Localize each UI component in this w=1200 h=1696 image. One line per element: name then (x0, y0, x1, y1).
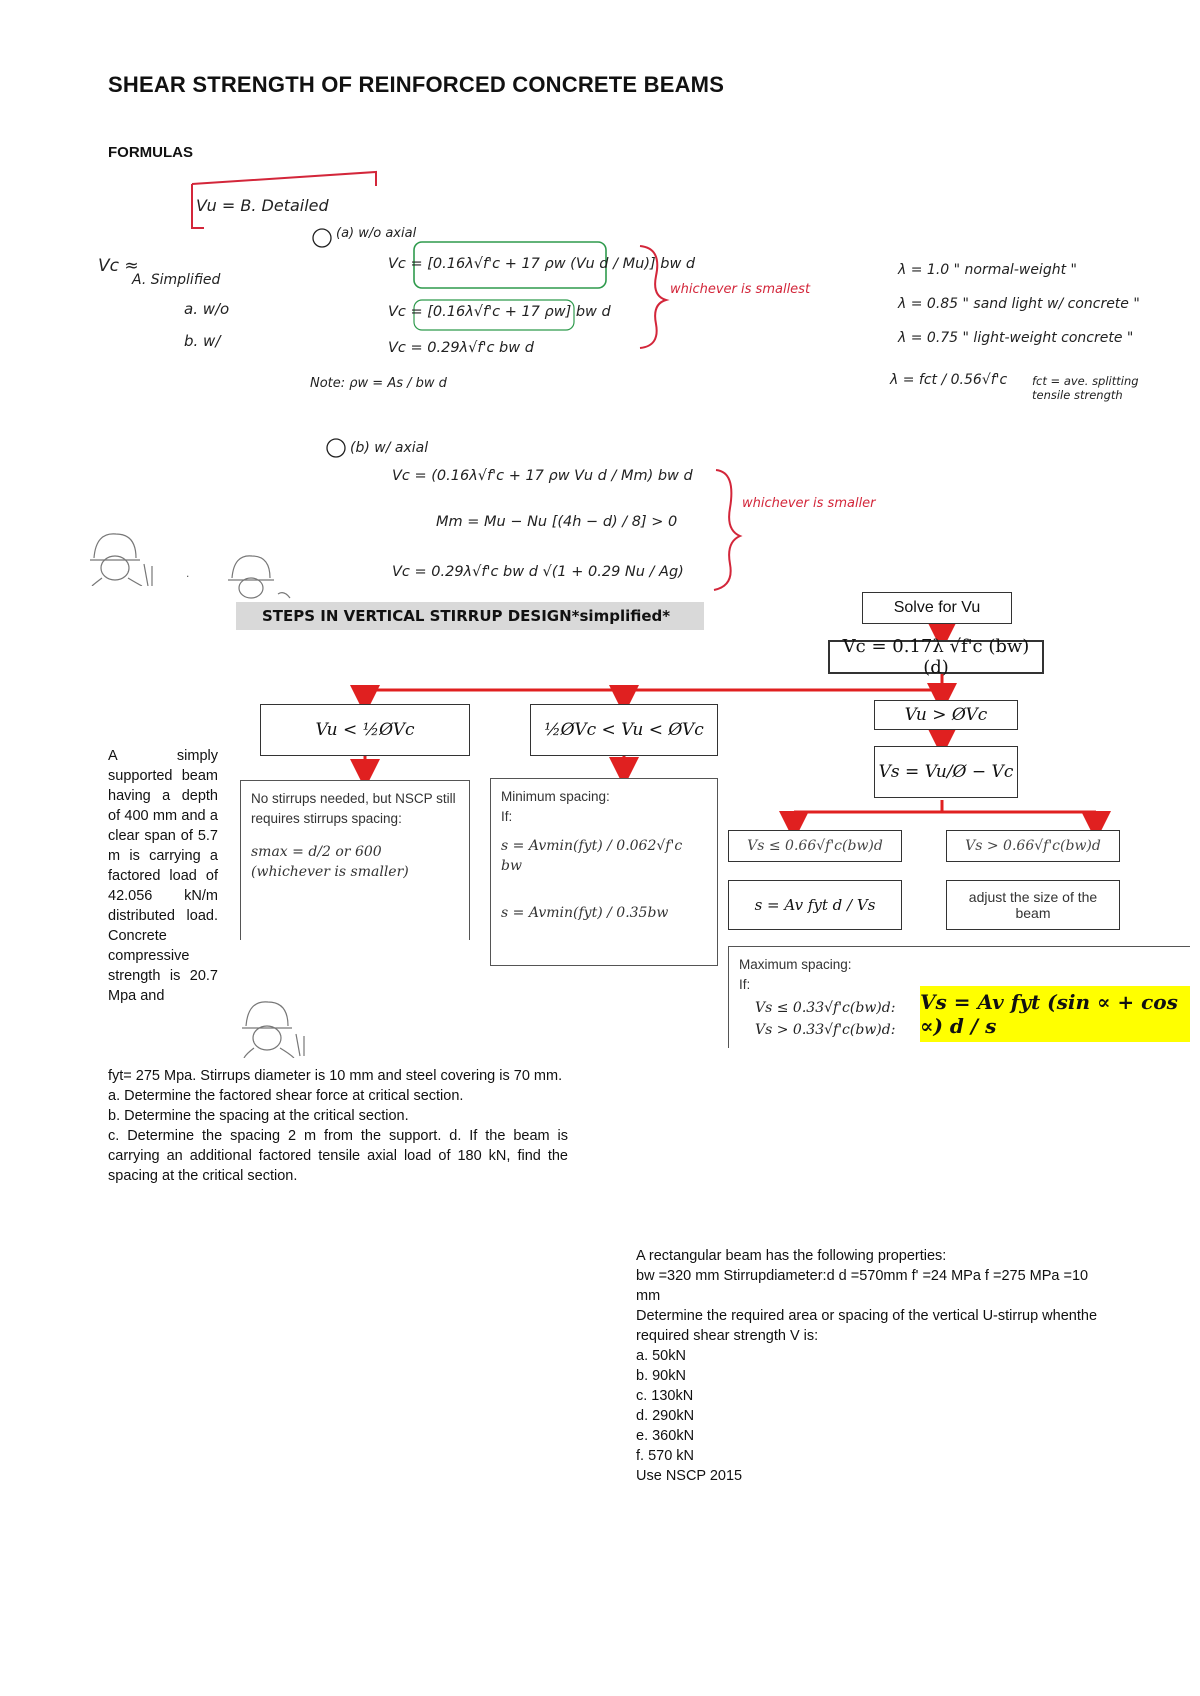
case3-text: Vu > ØVc (904, 705, 988, 725)
case2-text: ½ØVc < Vu < ØVc (544, 720, 704, 740)
hw-b-w: b. w/ (184, 332, 221, 350)
hw-lambda-normal: λ = 1.0 " normal-weight " (898, 262, 1077, 278)
adjust-beam-text: adjust the size of the beam (968, 889, 1098, 921)
avatar-sketch-icon (86, 528, 158, 586)
max-spacing-title: Maximum spacing: (739, 957, 852, 972)
hw-a-wo-axial: (a) w/o axial (336, 226, 417, 241)
adjust-beam-box: adjust the size of the beam (946, 880, 1120, 930)
hw-vu-label: Vu = B. Detailed (196, 196, 329, 215)
problem2-footer: Use NSCP 2015 (636, 1468, 743, 1484)
vs-formula-text: Vs = Vu/Ø − Vc (878, 762, 1014, 782)
vs-gt-box: Vs > 0.66√f'c(bw)d (946, 830, 1120, 862)
flowchart-arrows (350, 621, 1111, 841)
hw-fct-definition: fct = ave. splitting tensile strength (1032, 374, 1139, 402)
problem1-item-b: b. Determine the spacing at the critical… (108, 1108, 409, 1124)
s-formula-box: s = Av fyt d / Vs (728, 880, 902, 930)
avatar-sketch-icon (224, 550, 296, 602)
hw-lambda-fct: λ = fct / 0.56√f'c (890, 372, 1008, 388)
problem1-narrow-text: A simply supported beam having a depth o… (108, 748, 218, 1004)
max-spacing-cond-1: Vs ≤ 0.33√f'c(bw)d: (755, 1000, 896, 1017)
steps-banner: STEPS IN VERTICAL STIRRUP DESIGN*simplif… (236, 602, 704, 630)
vs-formula-box: Vs = Vu/Ø − Vc (874, 746, 1018, 798)
page-title: SHEAR STRENGTH OF REINFORCED CONCRETE BE… (108, 72, 725, 97)
smax-formula: smax = d/2 or 600 (whichever is smaller) (251, 844, 409, 881)
max-spacing-if: If: (739, 976, 751, 992)
inclined-stirrup-formula: Vs = Av fyt (sin ∝ + cos ∝) d / s (920, 986, 1190, 1042)
avatar-sketch-icon (238, 996, 308, 1058)
problem2-item: e. 360kN (636, 1428, 695, 1444)
case1-text: Vu < ½ØVc (315, 720, 415, 740)
hw-eq5: Mm = Mu − Nu [(4h − d) / 8] > 0 (436, 514, 678, 530)
problem2-item: f. 570 kN (636, 1448, 695, 1464)
s-min-formula-2: s = Avmin(fyt) / 0.35bw (501, 904, 669, 921)
vs-le-box: Vs ≤ 0.66√f'c(bw)d (728, 830, 902, 862)
problem2-item: a. 50kN (636, 1348, 686, 1364)
solve-vu-text: Solve for Vu (893, 599, 981, 616)
case3-box: Vu > ØVc (874, 700, 1018, 730)
no-stirrups-text: No stirrups needed, but NSCP still requi… (251, 791, 456, 826)
problem1-item-a: a. Determine the factored shear force at… (108, 1088, 464, 1104)
problem2-task: Determine the required area or spacing o… (636, 1308, 1098, 1344)
problem2-item: b. 90kN (636, 1368, 686, 1384)
hw-eq2: Vc = [0.16λ√f'c + 17 ρw] bw d (388, 304, 611, 320)
vc-formula-box: Vc = 0.17λ √f'c (bw)(d) (828, 636, 1044, 678)
solve-vu-box: Solve for Vu (862, 592, 1012, 624)
formulas-heading: FORMULAS (108, 144, 193, 161)
hw-simplified: A. Simplified (132, 272, 221, 288)
problem1-wide-text: fyt= 275 Mpa. Stirrups diameter is 10 mm… (108, 1068, 563, 1084)
hw-note: Note: ρw = As / bw d (310, 376, 447, 391)
hw-eq4: Vc = (0.16λ√f'c + 17 ρw Vu d / Mm) bw d (392, 468, 693, 484)
s-formula-text: s = Av fyt d / Vs (754, 896, 876, 914)
hw-lambda-sand: λ = 0.85 " sand light w/ concrete " (898, 296, 1140, 312)
vs-le-text: Vs ≤ 0.66√f'c(bw)d (747, 838, 883, 854)
problem2-item: d. 290kN (636, 1408, 695, 1424)
hw-b-w-axial: (b) w/ axial (350, 440, 429, 456)
problem2-intro: A rectangular beam has the following pro… (636, 1248, 947, 1264)
vc-formula-text: Vc = 0.17λ √f'c (bw)(d) (842, 636, 1030, 678)
min-spacing-box: Minimum spacing: If: s = Avmin(fyt) / 0.… (490, 778, 718, 966)
vs-gt-text: Vs > 0.66√f'c(bw)d (965, 838, 1101, 854)
case2-box: ½ØVc < Vu < ØVc (530, 704, 718, 756)
hw-lambda-light: λ = 0.75 " light-weight concrete " (898, 330, 1134, 346)
no-stirrups-box: No stirrups needed, but NSCP still requi… (240, 780, 470, 940)
hw-whichever-smallest: whichever is smallest (670, 282, 811, 297)
hw-eq6: Vc = 0.29λ√f'c bw d √(1 + 0.29 Nu / Ag) (392, 564, 684, 580)
problem1-item-c: c. Determine the spacing 2 m from the su… (108, 1128, 568, 1184)
hw-vc-label: Vc ≈ (98, 256, 139, 276)
hw-eq3: Vc = 0.29λ√f'c bw d (388, 340, 534, 356)
formula-sketch-lines (191, 170, 743, 591)
min-spacing-title: Minimum spacing: (501, 789, 610, 804)
problem2-item: c. 130kN (636, 1388, 694, 1404)
hw-whichever-smaller: whichever is smaller (742, 496, 876, 511)
problem2: A rectangular beam has the following pro… (636, 1246, 1116, 1486)
problem2-properties: bw =320 mm Stirrupdiameter:d d =570mm f'… (636, 1268, 1089, 1304)
max-spacing-cond-2: Vs > 0.33√f'c(bw)d: (755, 1022, 896, 1039)
hw-eq1: Vc = [0.16λ√f'c + 17 ρw (Vu d / Mu)] bw … (388, 256, 696, 272)
min-spacing-if: If: (501, 808, 513, 824)
problem1-continued: fyt= 275 Mpa. Stirrups diameter is 10 mm… (108, 1066, 568, 1186)
hw-a-wo: a. w/o (184, 300, 230, 318)
case1-box: Vu < ½ØVc (260, 704, 470, 756)
s-min-formula-1: s = Avmin(fyt) / 0.062√f'c bw (501, 838, 683, 875)
sketch-dot: . (186, 566, 190, 580)
